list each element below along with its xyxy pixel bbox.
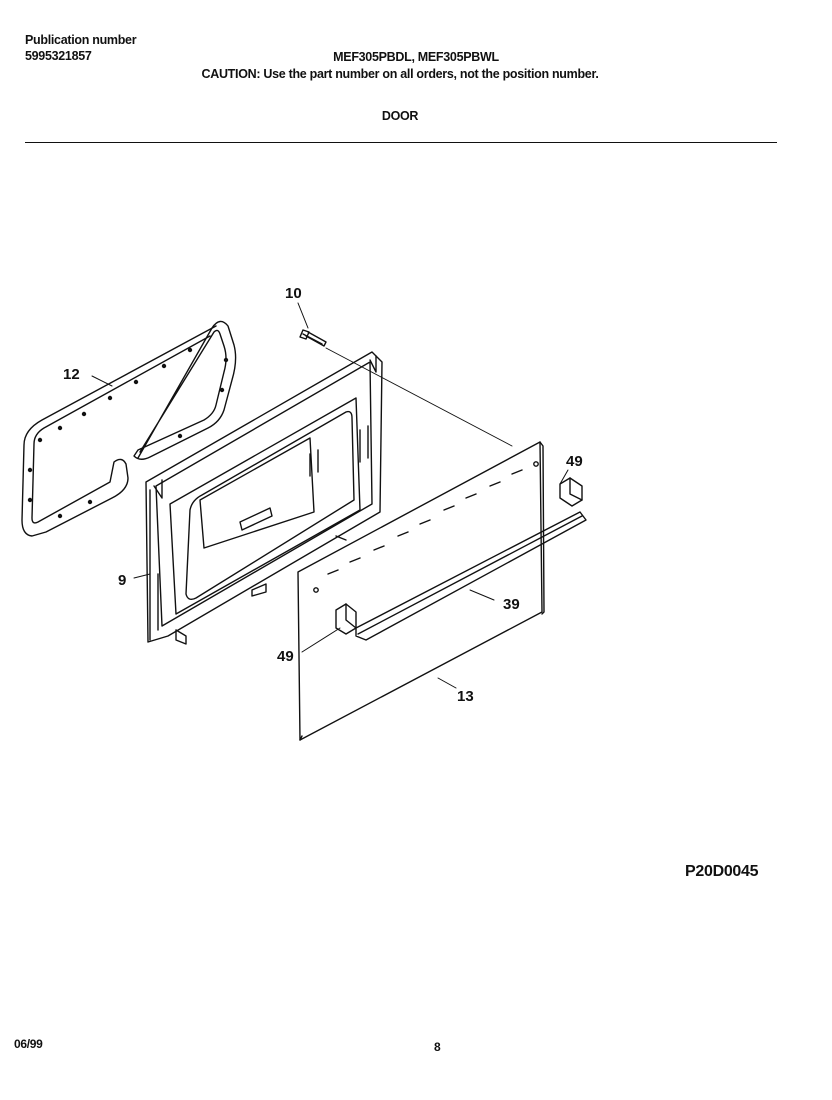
- screw-part: [299, 329, 327, 347]
- callout-label: 12: [63, 366, 80, 383]
- callout-label: 9: [118, 572, 126, 589]
- callout-label: 49: [566, 453, 583, 470]
- handle-end-cap-part: [335, 477, 583, 635]
- drawing-code: P20D0045: [685, 863, 759, 880]
- section-title: DOOR: [381, 109, 419, 123]
- leader-lines: [91, 302, 569, 689]
- callout-label: 39: [503, 596, 520, 613]
- outer-door-panel-part: [297, 441, 545, 741]
- callout-label: 49: [277, 648, 294, 665]
- callout-label: 13: [457, 688, 474, 705]
- footer-date: 06/99: [14, 1037, 43, 1051]
- inner-door-liner-part: [145, 351, 383, 645]
- page-number: 8: [434, 1040, 441, 1054]
- alignment-line: [325, 347, 513, 447]
- header-divider: [25, 142, 777, 143]
- callout-label: 10: [285, 285, 302, 302]
- publication-number: 5995321857: [25, 49, 92, 63]
- caution-note: CAUTION: Use the part number on all orde…: [201, 67, 599, 81]
- door-handle-part: [355, 511, 587, 641]
- model-numbers: MEF305PBDL, MEF305PBWL: [333, 50, 499, 64]
- door-gasket-part: [21, 320, 237, 537]
- publication-label: Publication number: [25, 33, 137, 47]
